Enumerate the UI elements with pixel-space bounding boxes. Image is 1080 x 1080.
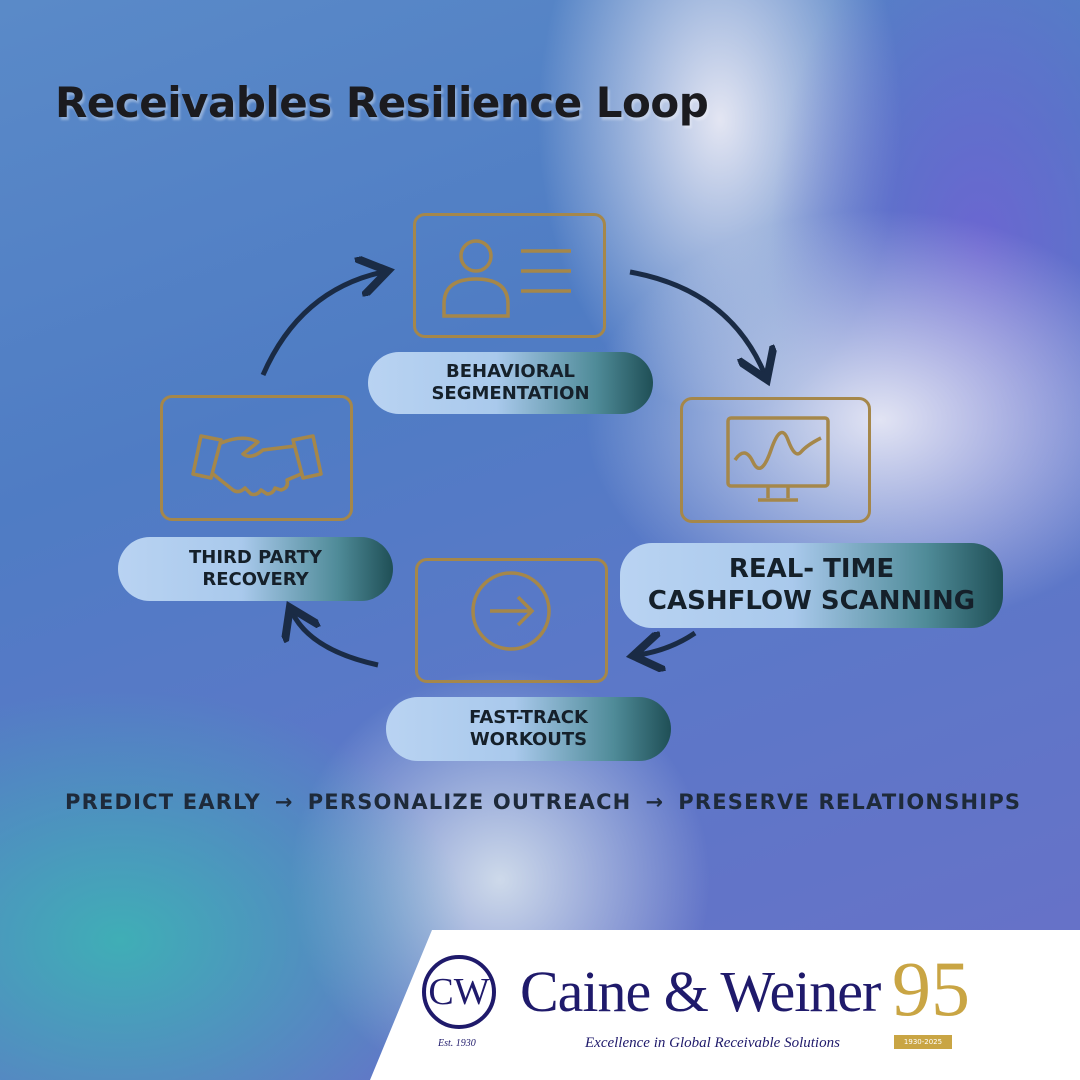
arrow-workouts-to-recovery (292, 612, 379, 668)
company-name: Caine & Weiner (520, 959, 881, 1024)
established-text: Est. 1930 (438, 1038, 476, 1049)
tagline: PREDICT EARLY → PERSONALIZE OUTREACH → PRESE… (65, 790, 1035, 814)
step-label-line: FAST-TRACK (469, 706, 588, 728)
handshake-icon (160, 395, 353, 521)
step-label-line: RECOVERY (202, 569, 309, 590)
step-label-line: THIRD PARTY (189, 546, 322, 568)
tagline-personalize: PERSONALIZE OUTREACH (307, 790, 632, 814)
company-slogan: Excellence in Global Receivable Solution… (585, 1035, 840, 1051)
step-label-line: CASHFLOW SCANNING (647, 585, 976, 616)
arrow-right-icon: → (274, 790, 294, 814)
anniversary-badge: 95 (892, 945, 970, 1032)
step-label-line: SEGMENTATION (431, 383, 590, 404)
person-card-icon (413, 213, 606, 338)
arrow-right-icon: → (645, 790, 665, 814)
footer-logo-banner: CW Est. 1930 Caine & Weiner Excellence i… (370, 930, 1080, 1080)
arrow-segmentation-to-scanning (629, 269, 765, 375)
step-label-line: BEHAVIORAL (446, 360, 575, 382)
anniversary-years: 1930-2025 (894, 1035, 952, 1049)
arrow-circle-icon (415, 558, 608, 683)
step-label-line: REAL- TIME (728, 554, 895, 585)
company-monogram-logo: CW (422, 955, 496, 1029)
arrow-scanning-to-workouts (638, 630, 697, 655)
monitor-chart-icon (680, 397, 871, 523)
tagline-predict: PREDICT EARLY (65, 790, 261, 814)
tagline-preserve: PRESERVE RELATIONSHIPS (678, 790, 1022, 814)
step-label-line: WORKOUTS (469, 729, 588, 750)
monogram-text: CW (428, 971, 490, 1013)
arrow-recovery-to-segmentation (260, 272, 383, 376)
page-title: Receivables Resilience Loop (55, 78, 709, 127)
